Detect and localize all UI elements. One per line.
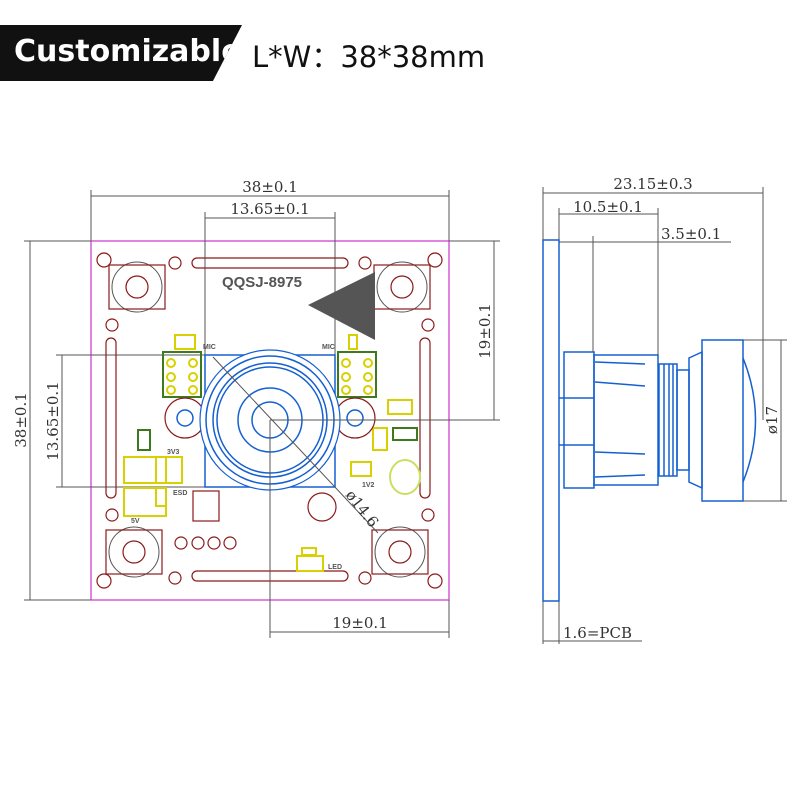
model-label: QQSJ-8975 <box>222 274 302 291</box>
dim-holder: 10.5±0.1 <box>558 198 659 355</box>
svg-text:ESD: ESD <box>173 490 187 497</box>
side-view: 23.15±0.3 10.5±0.1 3.5±0.1 ø17 1.6=PCB <box>542 175 787 644</box>
lens-barrel-side <box>701 339 757 502</box>
svg-text:19±0.1: 19±0.1 <box>476 303 494 359</box>
svg-text:13.65±0.1: 13.65±0.1 <box>230 200 309 218</box>
dim-lens-diameter: ø17 <box>743 339 787 502</box>
dim-height: 38±0.1 <box>12 240 91 601</box>
svg-text:38±0.1: 38±0.1 <box>12 392 30 448</box>
lens-thread-side <box>658 350 703 490</box>
lens-holder-side <box>559 351 659 489</box>
svg-text:ø14.6: ø14.6 <box>342 486 382 531</box>
components: 3V3 ESD 5V 1V2 LED <box>123 399 421 572</box>
svg-text:19±0.1: 19±0.1 <box>332 614 388 632</box>
svg-text:3V3: 3V3 <box>167 449 180 456</box>
dim-total-length: 23.15±0.3 <box>542 175 764 420</box>
dim-sensor-width: 13.65±0.1 <box>204 200 336 355</box>
svg-text:1.6=PCB: 1.6=PCB <box>563 624 632 642</box>
warning-logo-icon <box>308 272 375 340</box>
customizable-banner: Customizable <box>0 25 242 81</box>
svg-text:38±0.1: 38±0.1 <box>242 178 298 196</box>
svg-text:ø17: ø17 <box>763 406 781 434</box>
svg-text:5V: 5V <box>131 518 140 525</box>
svg-text:MIC: MIC <box>203 344 216 351</box>
svg-text:3.5±0.1: 3.5±0.1 <box>661 225 721 243</box>
svg-text:1V2: 1V2 <box>362 482 375 489</box>
svg-text:MIC: MIC <box>322 344 335 351</box>
svg-text:10.5±0.1: 10.5±0.1 <box>573 198 643 216</box>
pcb-side <box>542 239 560 602</box>
banner-label: Customizable <box>14 34 242 69</box>
size-text: L*W：38*38mm <box>252 40 486 74</box>
dim-base: 3.5±0.1 <box>559 225 731 352</box>
mic-left: MIC <box>162 334 216 398</box>
dim-pcb: 1.6=PCB <box>542 601 642 644</box>
dim-width: 38±0.1 <box>90 178 450 241</box>
svg-text:23.15±0.3: 23.15±0.3 <box>613 175 692 193</box>
front-view: 38±0.1 13.65±0.1 38±0.1 13.65±0.1 19±0.1… <box>12 178 500 638</box>
svg-text:13.65±0.1: 13.65±0.1 <box>44 381 62 460</box>
mic-right: MIC <box>322 334 377 398</box>
mounting-holes <box>105 261 431 578</box>
svg-text:LED: LED <box>328 564 342 571</box>
